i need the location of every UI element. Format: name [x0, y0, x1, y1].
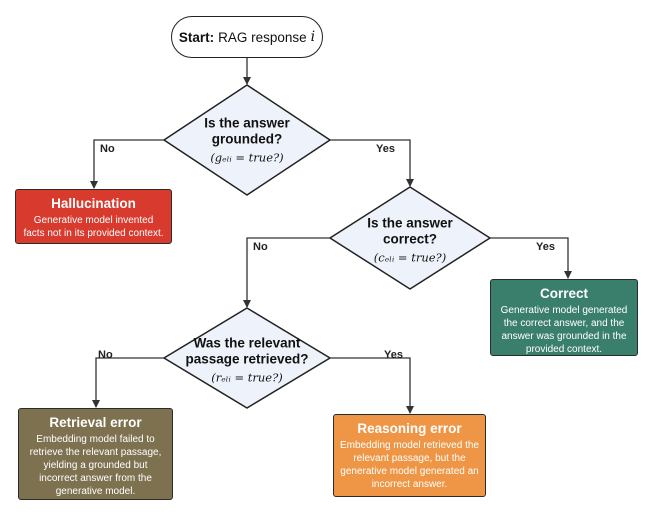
decision-retrieved-diamond — [162, 307, 332, 409]
retrieval-error-description: Embedding model failed to retrieve the r… — [29, 434, 162, 497]
edge-label-retrieved-yes: Yes — [384, 349, 403, 361]
correct-description: Generative model generated the correct a… — [500, 305, 628, 355]
edge-label-grounded-no: No — [100, 143, 115, 155]
edge-correct-yes — [490, 237, 572, 279]
decision-correct-formula: (cₑₗᵢ = true?) — [373, 250, 447, 265]
decision-grounded-formula: (gₑₗᵢ = true?) — [210, 150, 284, 165]
decision-correct: Is the answer correct? (cₑₗᵢ = true?) — [367, 216, 453, 265]
edge-grounded-no — [90, 139, 164, 189]
decision-retrieved: Was the relevant passage retrieved? (rₑₗ… — [185, 336, 308, 385]
edge-correct-no — [243, 237, 330, 308]
reasoning-error-title: Reasoning error — [357, 421, 462, 436]
start-variable: i — [310, 29, 316, 45]
decision-correct-question: Is the answer correct? — [367, 215, 453, 247]
retrieval-error-title: Retrieval error — [49, 415, 142, 430]
outcome-correct: Correct Generative model generated the c… — [490, 279, 638, 356]
edge-retrieved-yes — [330, 357, 414, 414]
start-node: Start: RAG response i — [171, 16, 323, 58]
decision-grounded: Is the answer grounded? (gₑₗᵢ = true?) — [204, 116, 290, 165]
start-label: RAG response — [218, 29, 307, 45]
edge-grounded-yes — [330, 139, 414, 187]
outcome-retrieval-error: Retrieval error Embedding model failed t… — [18, 408, 173, 500]
hallucination-title: Hallucination — [51, 196, 136, 211]
decision-retrieved-formula: (rₑₗᵢ = true?) — [211, 370, 283, 385]
decision-correct-diamond — [328, 186, 492, 290]
reasoning-error-description: Embedding model retrieved the relevant p… — [340, 440, 479, 490]
decision-grounded-diamond — [162, 84, 332, 196]
decision-diamonds — [162, 84, 492, 409]
decision-retrieved-question: Was the relevant passage retrieved? — [185, 335, 309, 367]
edge-label-retrieved-no: No — [98, 349, 113, 361]
edge-retrieved-no — [92, 357, 164, 408]
start-bold-label: Start: — [178, 29, 215, 45]
edge-label-correct-no: No — [253, 241, 268, 253]
edge-label-correct-yes: Yes — [536, 241, 555, 253]
outcome-reasoning-error: Reasoning error Embedding model retrieve… — [333, 414, 486, 497]
correct-title: Correct — [539, 286, 588, 301]
hallucination-description: Generative model invented facts not in i… — [23, 215, 164, 239]
edge-label-grounded-yes: Yes — [376, 143, 395, 155]
outcome-hallucination: Hallucination Generative model invented … — [15, 189, 172, 244]
decision-grounded-question: Is the answer grounded? — [204, 115, 290, 147]
